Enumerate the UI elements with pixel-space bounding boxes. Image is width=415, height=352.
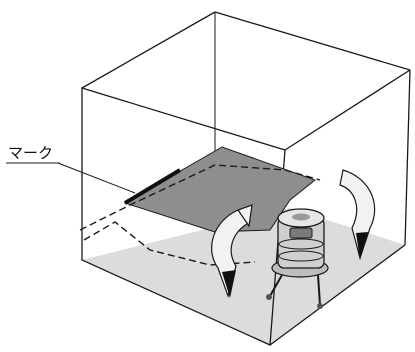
rotation-arrow-center bbox=[211, 204, 253, 299]
top-right-edge bbox=[284, 69, 411, 151]
rotation-arrow-right bbox=[339, 169, 376, 261]
tripod-leg-left bbox=[269, 274, 283, 297]
right-vertical-edge bbox=[404, 69, 411, 246]
tripod-leg-right bbox=[317, 274, 321, 306]
bottom-right-edge bbox=[269, 244, 406, 346]
laser-level-tripod-icon bbox=[266, 208, 329, 309]
room-box bbox=[81, 11, 411, 346]
label-leader-line bbox=[57, 162, 136, 194]
top-back-edge bbox=[214, 11, 411, 71]
mark-thick-edge bbox=[123, 168, 182, 205]
top-back-left-edge bbox=[81, 11, 216, 89]
laser-line-upper bbox=[79, 164, 321, 231]
device-lens bbox=[289, 227, 313, 239]
mark-label: マーク bbox=[8, 144, 53, 162]
